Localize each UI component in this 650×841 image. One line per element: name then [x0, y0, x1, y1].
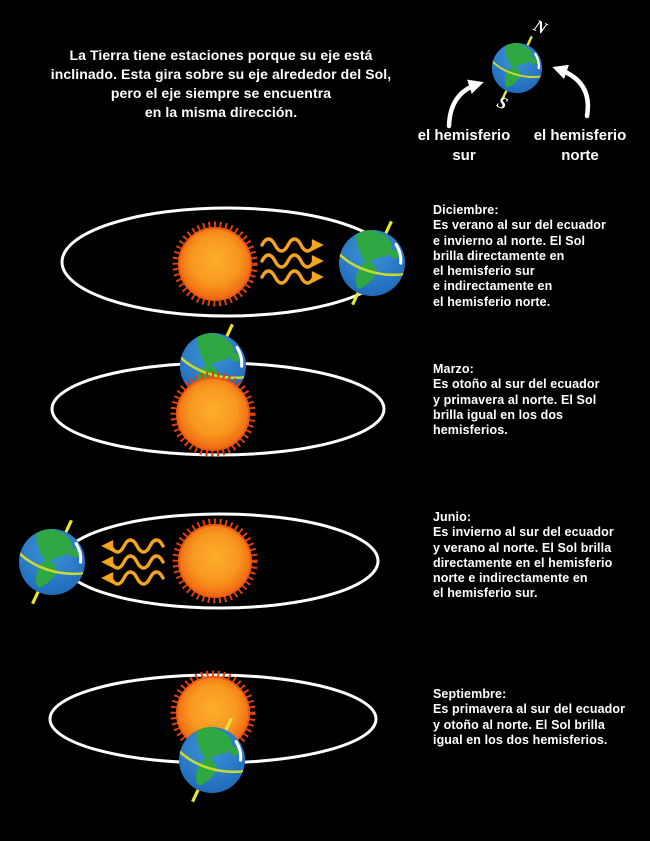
intro-line: pero el eje siempre se encuentra	[110, 85, 332, 101]
season-text-line: brilla directamente en	[433, 248, 565, 263]
season-text-line: el hemisferio sur	[433, 264, 535, 279]
season-text-line: norte e indirectamente en	[433, 571, 588, 586]
season-text-line: y primavera al norte. El Sol	[433, 392, 597, 407]
season-text-line: y verano al norte. El Sol brilla	[433, 540, 612, 555]
season-text-line: el hemisferio norte.	[433, 294, 551, 309]
caption-line: norte	[561, 147, 599, 164]
intro-text: La Tierra tiene estaciones porque su eje…	[25, 46, 417, 122]
season-text-line: el hemisferio sur.	[433, 586, 538, 601]
season-block-december: Diciembre: Es verano al sur del ecuador …	[433, 203, 638, 310]
intro-line: La Tierra tiene estaciones porque su eje…	[69, 47, 373, 63]
sun-ray-icon	[262, 255, 319, 267]
sun-ray-icon	[106, 540, 163, 552]
season-text-line: Es otoño al sur del ecuador	[433, 377, 600, 392]
south-pole-label: S	[494, 92, 511, 113]
axis-legend: N S	[446, 15, 591, 129]
season-text-line: hemisferios.	[433, 423, 508, 438]
season-text-line: Es invierno al sur del ecuador	[433, 525, 614, 540]
season-block-june: Junio: Es invierno al sur del ecuador y …	[433, 510, 638, 602]
sun-ray-icon	[262, 271, 319, 283]
season-text-line: directamente en el hemisferio	[433, 555, 613, 570]
season-text-line: y otoño al norte. El Sol brilla	[433, 717, 605, 732]
rotation-arrow-right-icon	[552, 64, 591, 119]
season-month: Septiembre:	[433, 687, 507, 701]
north-pole-label: N	[530, 15, 551, 38]
caption-line: sur	[452, 147, 476, 164]
south-hemisphere-caption: el hemisferio sur	[410, 126, 518, 166]
sun-ray-icon	[262, 239, 319, 251]
season-month: Junio:	[433, 510, 472, 524]
north-hemisphere-caption: el hemisferio norte	[523, 126, 637, 166]
earth-icon	[479, 26, 554, 111]
earth-icon	[3, 506, 102, 617]
orbit-diagram-september	[48, 674, 378, 816]
season-month: Diciembre:	[433, 203, 499, 217]
season-block-march: Marzo: Es otoño al sur del ecuador y pri…	[433, 362, 638, 438]
sun-icon	[176, 522, 255, 601]
orbit-diagram-december	[60, 207, 421, 318]
caption-line: el hemisferio	[533, 127, 627, 144]
season-text-line: Es primavera al sur del ecuador	[433, 702, 626, 717]
season-text-line: brilla igual en los dos	[433, 407, 564, 422]
season-block-september: Septiembre: Es primavera al sur del ecua…	[433, 687, 638, 748]
rotation-arrow-left-icon	[446, 79, 484, 129]
intro-line: en la misma dirección.	[144, 104, 298, 120]
sun-icon	[174, 375, 253, 454]
season-text-line: e invierno al norte. El Sol	[433, 233, 586, 248]
sun-icon	[176, 225, 255, 304]
season-text-line: igual en los dos hemisferios.	[433, 732, 608, 747]
caption-line: el hemisferio	[417, 127, 511, 144]
orbit-diagram-june	[3, 506, 380, 617]
sun-ray-icon	[106, 556, 163, 568]
sun-ray-icon	[106, 572, 163, 584]
season-text-line: Es verano al sur del ecuador	[433, 218, 607, 233]
orbit-diagram-march	[50, 310, 386, 457]
season-month: Marzo:	[433, 362, 474, 376]
season-text-line: e indirectamente en	[433, 279, 553, 294]
intro-line: inclinado. Esta gira sobre su eje alrede…	[50, 66, 392, 82]
